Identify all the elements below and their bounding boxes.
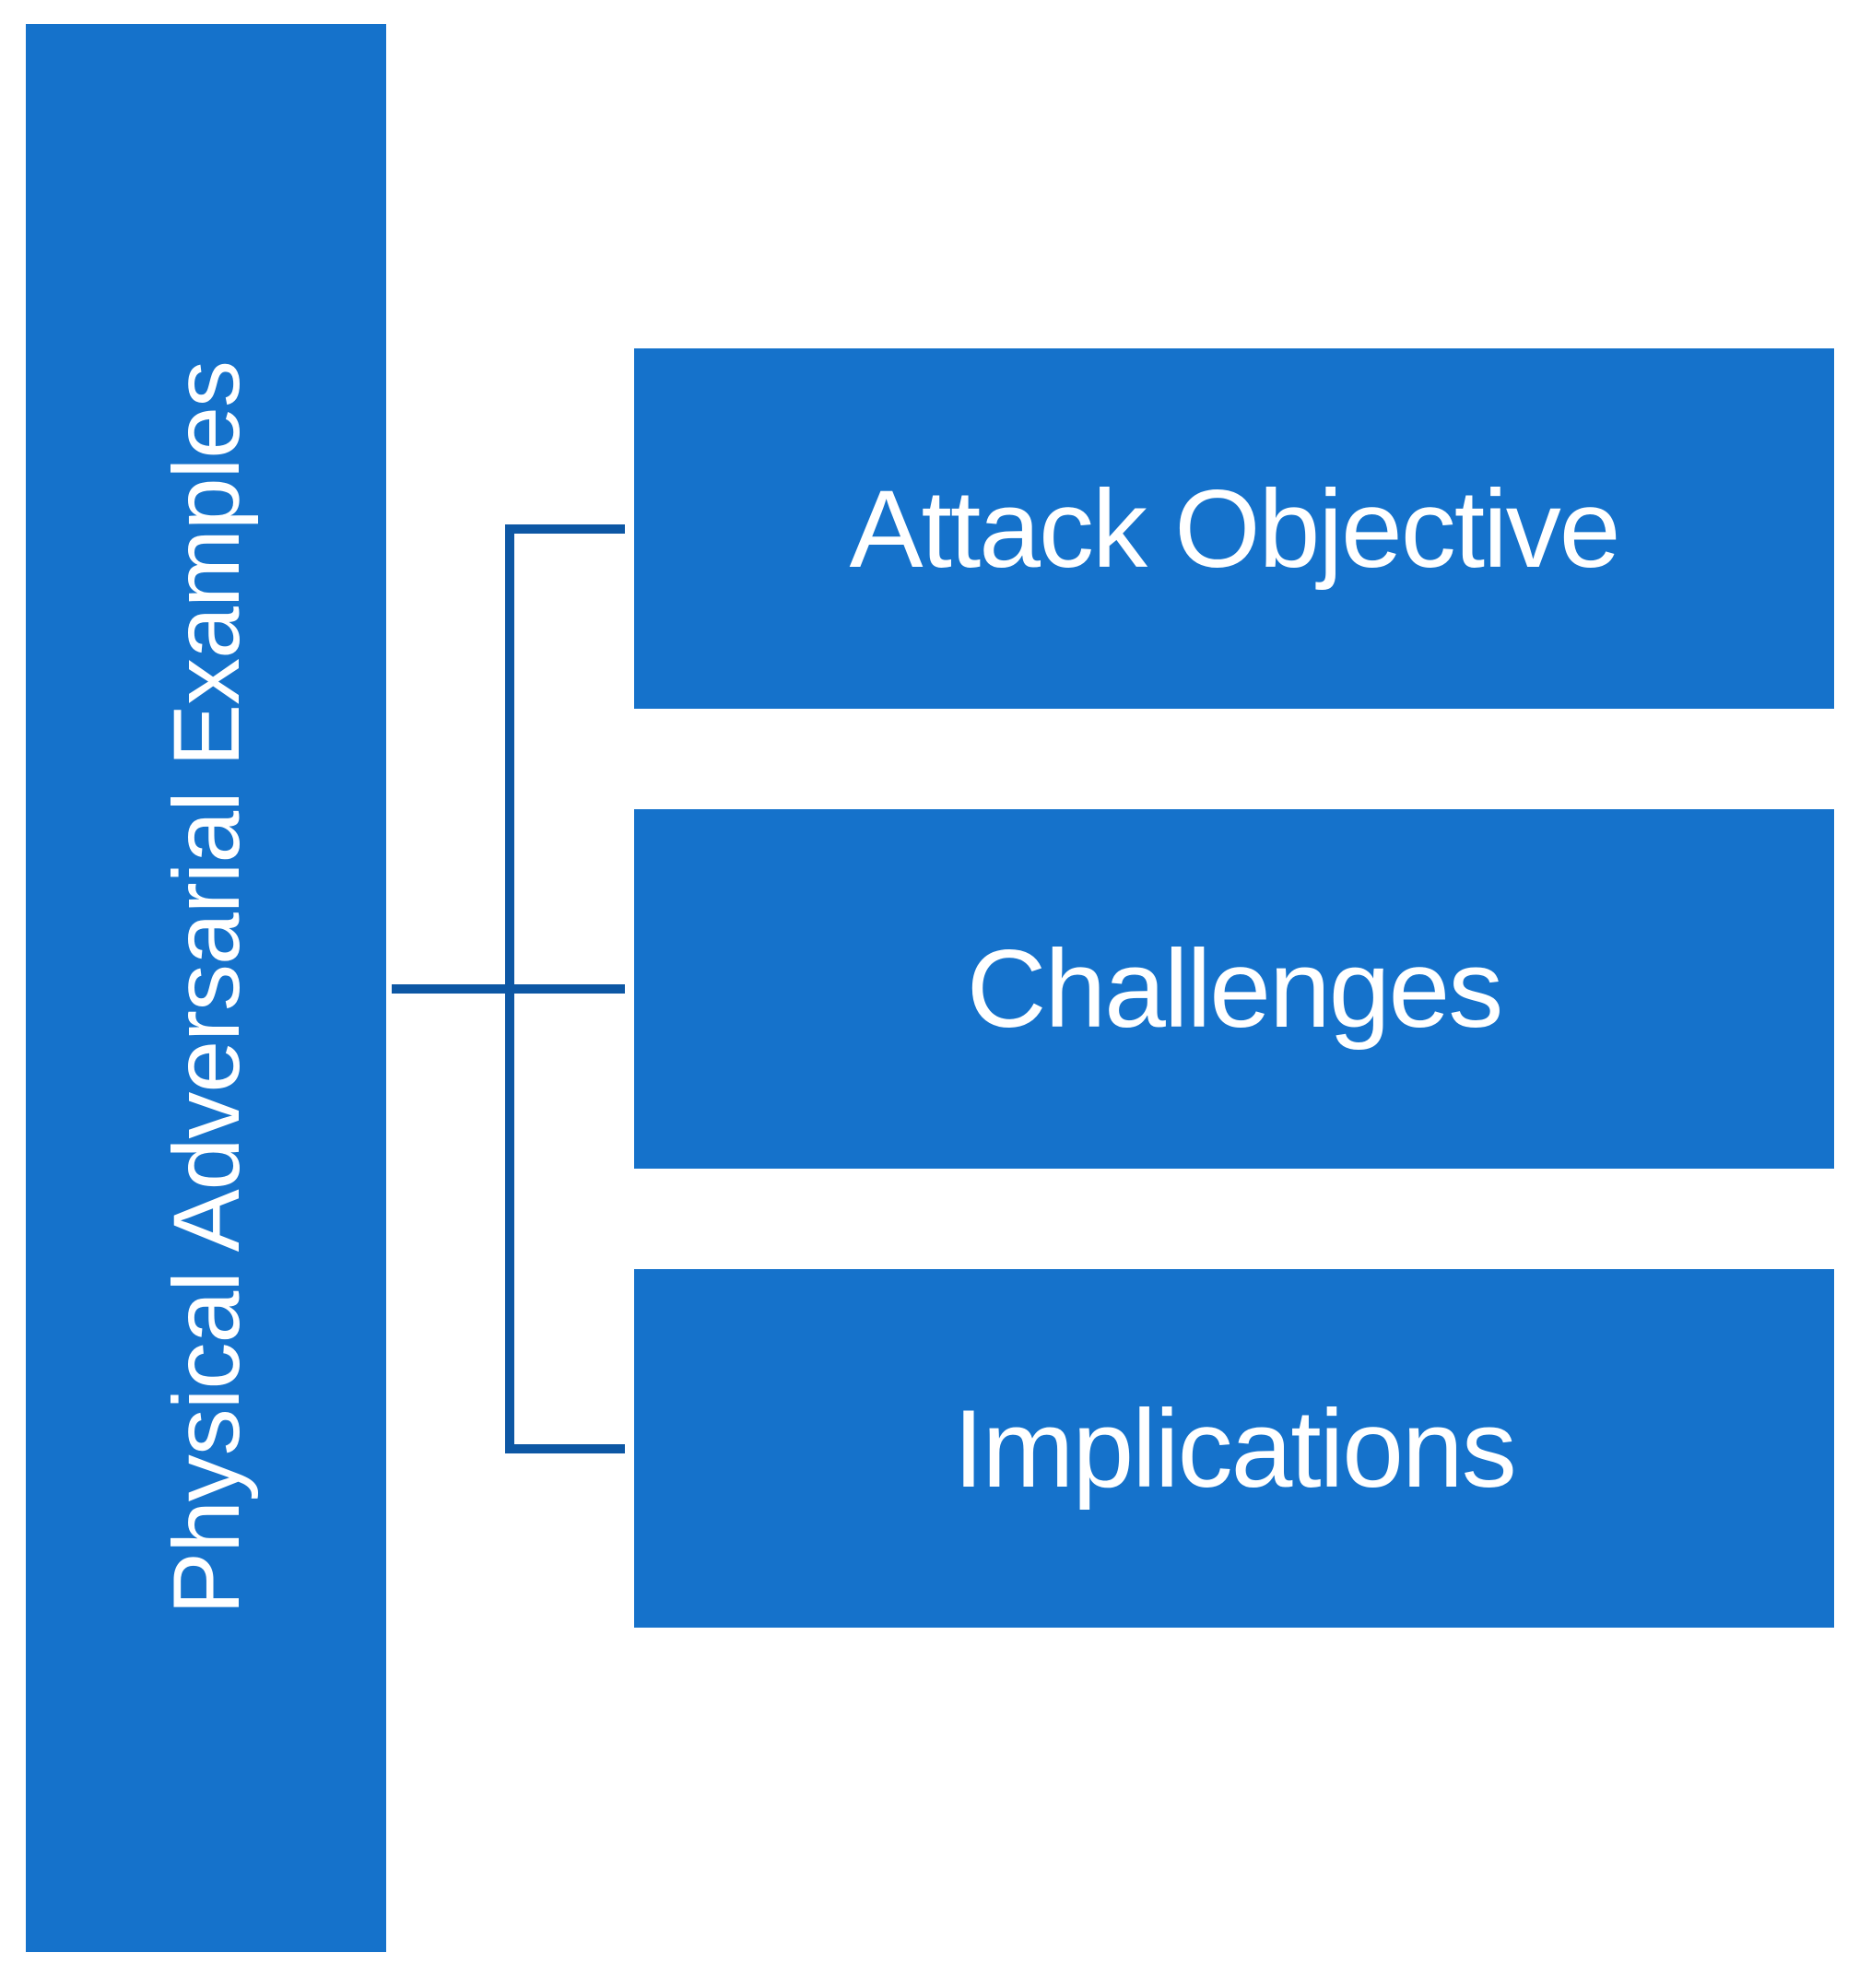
root-node-physical-adversarial-examples[interactable]: Physical Adversarial Examples [26,24,386,1952]
child-node-attack-objective[interactable]: Attack Objective [634,348,1834,709]
child-node-implications[interactable]: Implications [634,1269,1834,1628]
child-node-label: Challenges [966,927,1503,1051]
connector-trunk-vertical [505,524,514,1453]
root-node-label: Physical Adversarial Examples [153,361,259,1615]
connector-branch-top [505,524,625,534]
connector-branch-bottom [505,1444,625,1453]
connector-branch-middle [392,984,625,994]
child-node-challenges[interactable]: Challenges [634,809,1834,1169]
child-node-label: Attack Objective [849,466,1620,591]
child-node-label: Implications [953,1386,1517,1511]
